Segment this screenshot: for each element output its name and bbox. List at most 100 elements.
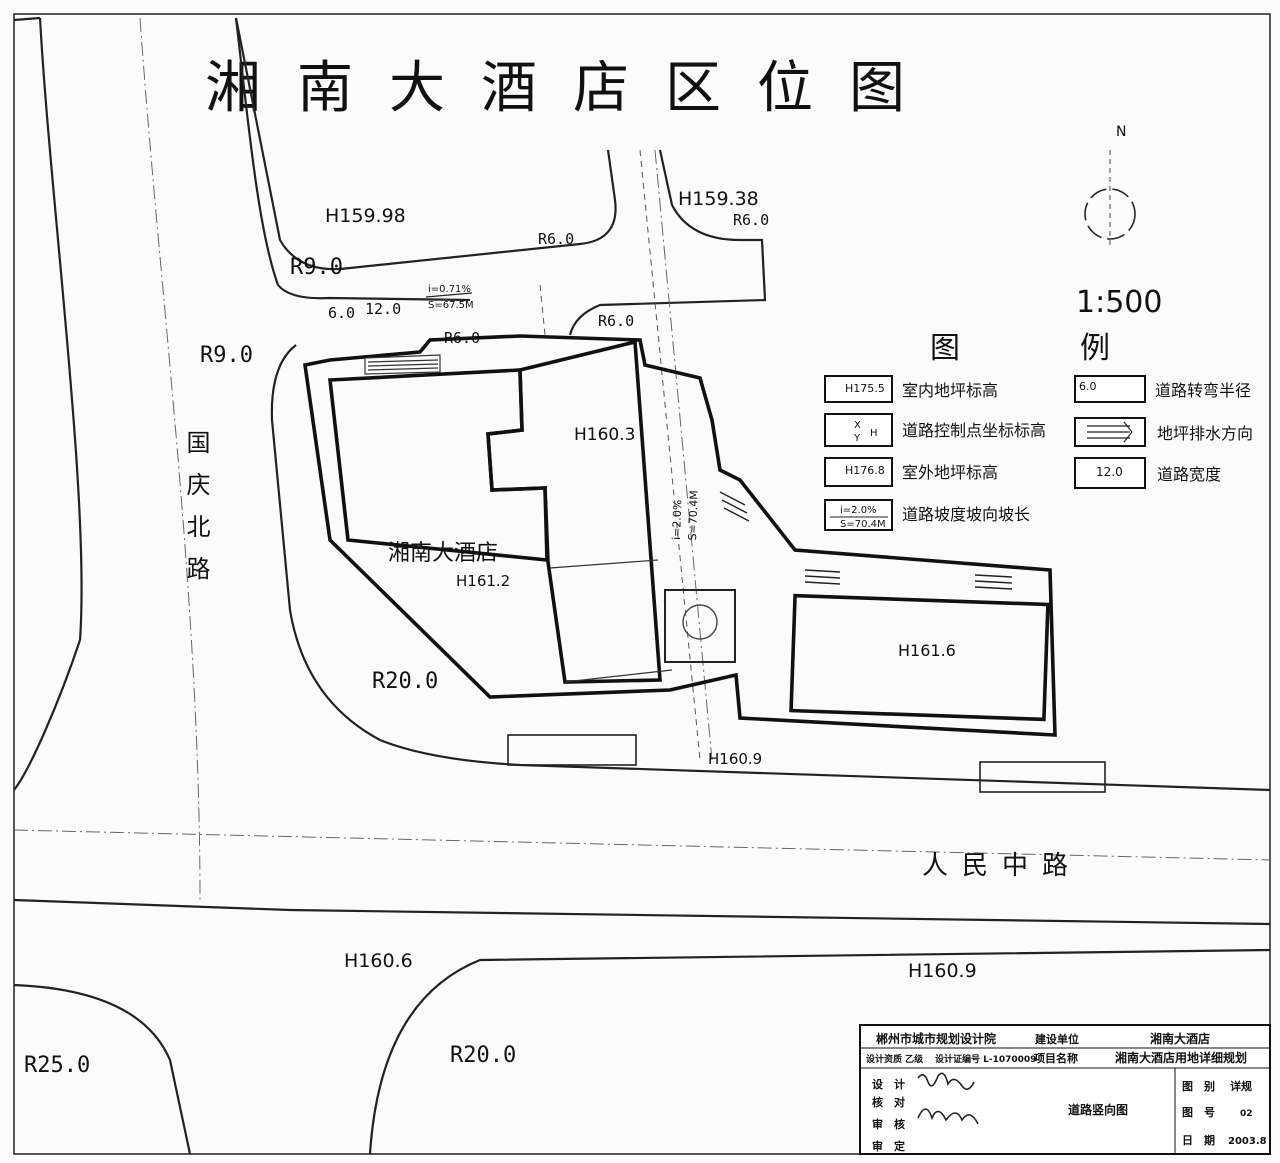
road-name-vertical: 国庆北路 — [182, 430, 210, 598]
elevation-label: H159.98 — [325, 205, 406, 227]
drainage-arrow — [719, 491, 750, 522]
legend-symbol-h: H — [870, 428, 878, 439]
courtyard — [664, 589, 736, 663]
elevation-label: H160.6 — [344, 950, 413, 972]
hotel-site — [302, 334, 1057, 737]
legend-label: 道路控制点坐标标高 — [902, 421, 1046, 440]
radius-label: R25.0 — [24, 1053, 90, 1078]
elevation-label: H160.3 — [574, 425, 635, 445]
road-edge — [13, 639, 82, 791]
tb-project-label: 项目名称 — [1034, 1051, 1078, 1065]
tb-unit-value: 湘南大酒店 — [1150, 1031, 1210, 1046]
drainage-symbol — [1087, 421, 1133, 443]
slope-arrow — [425, 292, 473, 298]
radius-label: R6.0 — [538, 230, 574, 248]
legend-symbol-box — [824, 457, 893, 487]
elevation-label: H161.2 — [456, 572, 510, 590]
legend-symbol-box — [1074, 457, 1146, 489]
tb-category-value: 详规 — [1230, 1079, 1252, 1093]
sidewalk-block — [979, 761, 1106, 793]
slope-label: i=2.0% — [670, 499, 684, 540]
legend-symbol-x: X — [854, 420, 861, 431]
legend-label: 室内地坪标高 — [902, 381, 998, 400]
fountain — [682, 604, 718, 640]
legend-symbol-box — [824, 375, 893, 403]
building-divider — [549, 559, 659, 569]
tb-role: 核 对 — [872, 1095, 905, 1109]
road-edge — [13, 898, 1271, 926]
road-network — [13, 16, 1271, 1155]
legend-symbol-box — [824, 413, 893, 447]
title-block: 郴州市城市规划设计院 建设单位 湘南大酒店 设计资质 乙级 设计证编号 L-10… — [859, 1024, 1271, 1155]
slope-label: S=67.5M — [428, 300, 474, 311]
tb-date-label: 日 期 — [1182, 1133, 1215, 1147]
radius-label: R9.0 — [200, 343, 253, 368]
road-edge — [568, 149, 767, 336]
radius-label: R6.0 — [444, 329, 480, 347]
legend-symbol-i: i=2.0% — [840, 505, 877, 516]
legend-symbol: H176.8 — [845, 464, 885, 477]
legend-symbol: H175.5 — [845, 382, 885, 395]
building-divider — [564, 669, 673, 683]
building-east-block — [486, 339, 662, 684]
road-edge-dashed — [539, 284, 546, 336]
slope-label-group: i=2.0% S=70.4M — [670, 490, 701, 541]
road-edge — [13, 16, 41, 22]
road-name: 国庆北路 — [182, 430, 210, 598]
road-width-label: 12.0 — [365, 300, 401, 318]
building-east-annex — [789, 593, 1050, 722]
north-arrow: N — [1084, 124, 1136, 245]
entrance-steps-lines — [367, 359, 439, 371]
legend-symbol: 12.0 — [1096, 465, 1123, 479]
tb-qual: 设计资质 乙级 — [866, 1053, 924, 1065]
elevation-label: H160.9 — [908, 960, 977, 982]
tb-date-value: 2003.8 — [1228, 1136, 1267, 1147]
elevation-label: H159.38 — [678, 188, 759, 210]
road-edge — [234, 17, 280, 286]
map-frame — [13, 13, 1271, 1155]
legend: 图 例 H175.5 室内地坪标高 6.0 道路转弯半径 X Y H 道路控制点… — [824, 331, 1253, 531]
road-edge — [368, 948, 1271, 1155]
building-west-block — [327, 368, 549, 562]
drainage-arrow — [974, 574, 1013, 590]
sidewalk-block — [507, 734, 637, 766]
tb-number-value: 02 — [1240, 1109, 1253, 1119]
legend-symbol-s: S=70.4M — [840, 519, 886, 530]
slope-label: S=70.4M — [686, 490, 701, 541]
building-name: 湘南大酒店 — [388, 541, 498, 566]
tb-category-label: 图 别 — [1182, 1079, 1215, 1093]
legend-symbol-y: Y — [853, 433, 861, 444]
elevation-label: H160.9 — [708, 750, 762, 768]
tb-role: 审 核 — [872, 1117, 905, 1131]
tb-number-label: 图 号 — [1182, 1106, 1215, 1119]
road-edge — [277, 284, 471, 302]
map-labels: H159.98 H159.38 H160.3 H161.2 H161.6 H16… — [24, 188, 1068, 1078]
entrance-steps — [364, 354, 441, 375]
road-edge-dashed — [639, 149, 701, 761]
drainage-arrows — [719, 491, 1013, 590]
legend-label: 道路宽度 — [1157, 465, 1221, 484]
road-edge — [234, 17, 617, 271]
tb-cert: 设计证编号 L-1070009 — [935, 1053, 1036, 1065]
radius-label: R20.0 — [450, 1043, 516, 1068]
checker-signature — [917, 1108, 979, 1125]
north-label: N — [1116, 124, 1126, 140]
slope-label: i=0.71% — [428, 284, 471, 295]
road-edge — [13, 983, 192, 1155]
tb-org: 郴州市城市规划设计院 — [876, 1031, 996, 1046]
legend-symbol-box — [1074, 375, 1146, 403]
legend-label: 道路坡度坡向坡长 — [902, 505, 1030, 524]
tb-project-value: 湘南大酒店用地详细规划 — [1115, 1050, 1247, 1065]
road-width-label: 6.0 — [328, 304, 355, 322]
site-boundary — [302, 334, 1057, 737]
radius-label: R9.0 — [290, 255, 343, 280]
road-edge — [270, 344, 1271, 792]
legend-symbol-box — [824, 499, 893, 531]
tb-role: 设 计 — [872, 1077, 905, 1091]
map-title: 湘南大酒店区位图 — [205, 56, 941, 121]
map-scale: 1:500 — [1076, 285, 1162, 320]
radius-label: R6.0 — [733, 211, 769, 229]
legend-label: 地坪排水方向 — [1157, 424, 1253, 443]
